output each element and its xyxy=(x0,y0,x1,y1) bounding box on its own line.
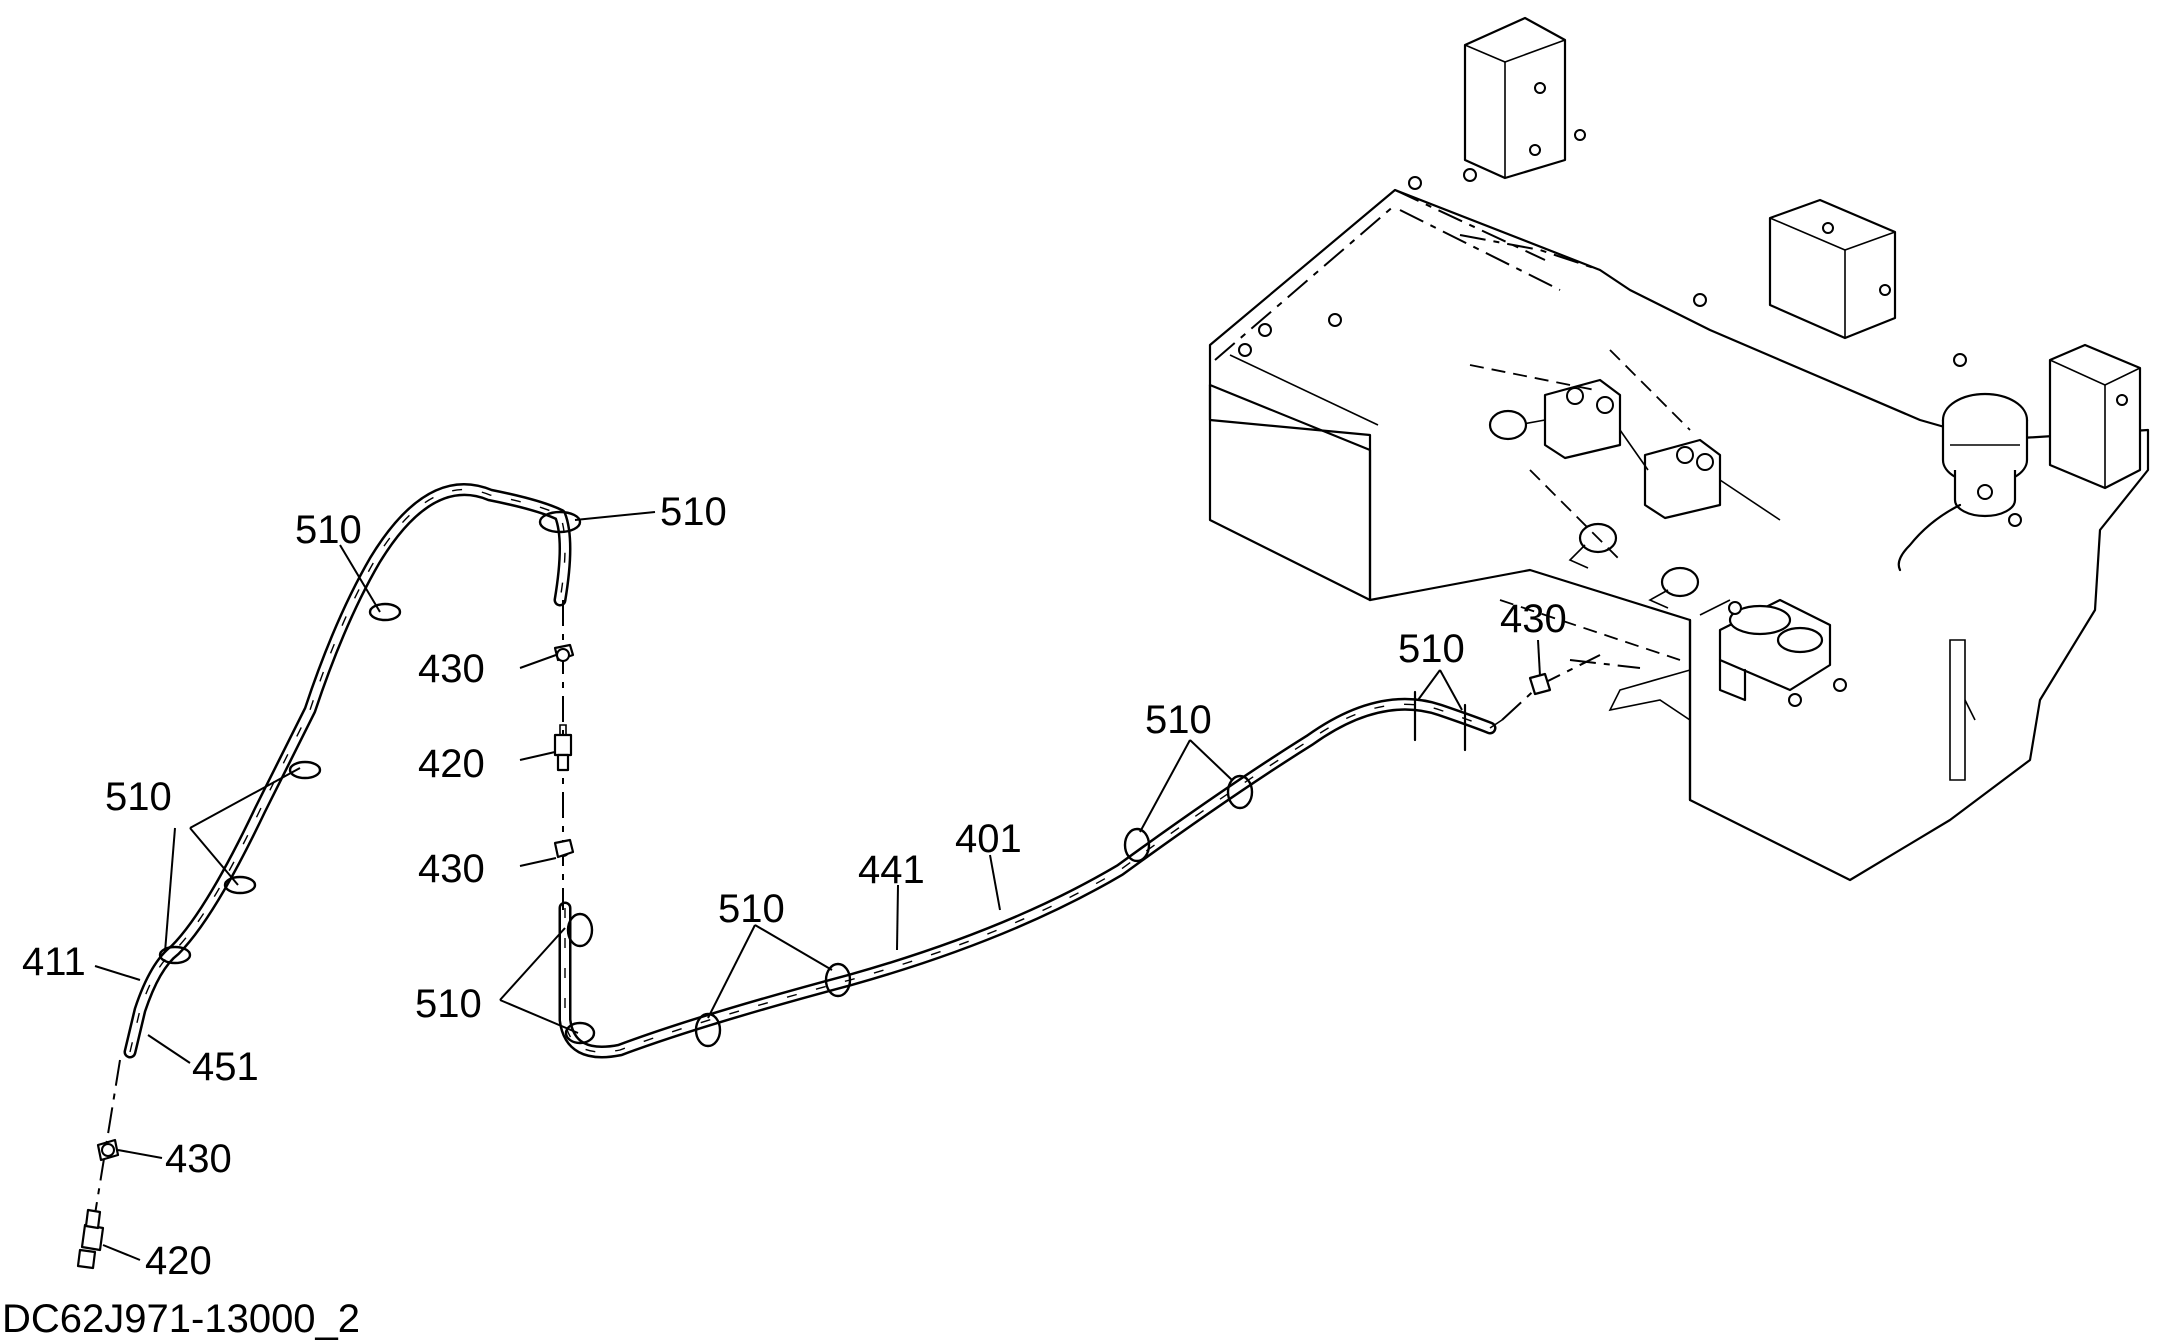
label-430-b: 430 xyxy=(418,847,485,891)
label-510-mid: 510 xyxy=(1145,698,1212,742)
reservoir xyxy=(1897,392,2029,572)
label-430-d: 430 xyxy=(1500,597,1567,641)
label-420-b: 420 xyxy=(145,1239,212,1283)
drawing-id: DC62J971-13000_2 xyxy=(2,1297,360,1341)
fittings xyxy=(76,643,1552,1270)
cylinder-block xyxy=(1488,378,1781,609)
label-411: 411 xyxy=(22,940,86,984)
label-510-lower-left: 510 xyxy=(415,982,482,1026)
callout-labels: 510 510 430 420 430 510 411 451 430 420 … xyxy=(22,490,1567,1283)
tank-assembly xyxy=(1208,16,2150,882)
cable-ties xyxy=(158,510,1467,1048)
label-510-left: 510 xyxy=(105,775,172,819)
leader-lines xyxy=(94,511,1541,1261)
label-441: 441 xyxy=(858,848,925,892)
label-510-top-left: 510 xyxy=(295,508,362,552)
label-510-top: 510 xyxy=(660,490,727,534)
rear-post xyxy=(1463,16,1586,180)
right-post xyxy=(2048,343,2142,490)
hose-route xyxy=(76,483,1641,1270)
label-401: 401 xyxy=(955,817,1022,861)
middle-post xyxy=(1768,198,1897,340)
label-510-lower: 510 xyxy=(718,887,785,931)
label-430-c: 430 xyxy=(165,1137,232,1181)
pump-cluster xyxy=(1699,598,1832,702)
top-bolts xyxy=(1238,168,2022,707)
label-420-a: 420 xyxy=(418,742,485,786)
label-510-right: 510 xyxy=(1398,627,1465,671)
label-451: 451 xyxy=(192,1045,259,1089)
label-430-a: 430 xyxy=(418,647,485,691)
